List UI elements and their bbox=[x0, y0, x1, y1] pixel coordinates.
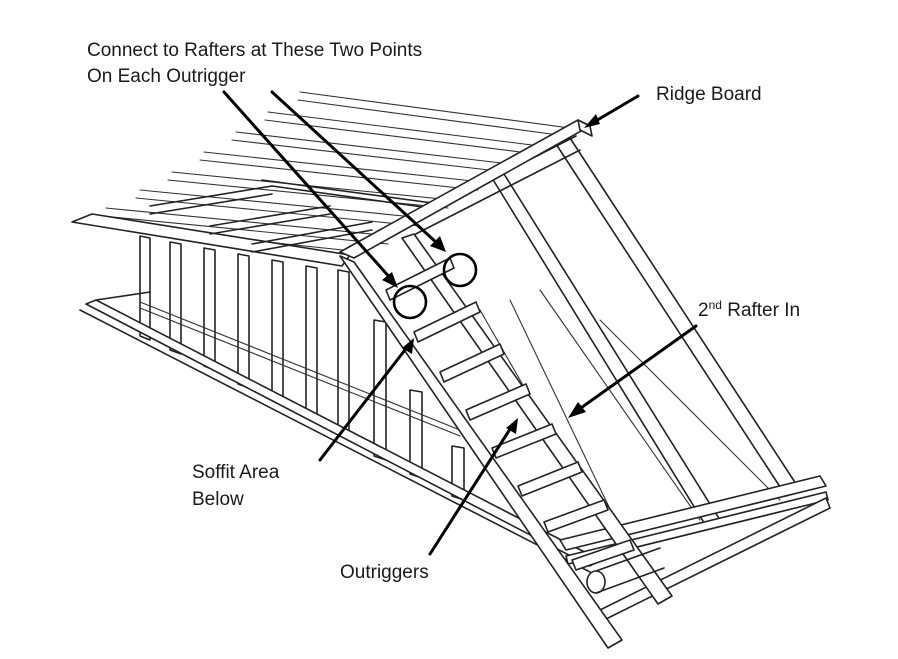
label-soffit-below: Below bbox=[192, 489, 244, 510]
label-second-rafter-rest: Rafter In bbox=[722, 300, 800, 321]
connection-point-circle bbox=[392, 284, 428, 320]
connection-point-circle bbox=[442, 252, 478, 288]
label-ridge-board: Ridge Board bbox=[656, 84, 762, 105]
label-connect-points-line2: On Each Outrigger bbox=[87, 66, 246, 87]
label-second-rafter: 2nd Rafter In bbox=[698, 298, 800, 321]
label-soffit-area: Soffit Area bbox=[192, 462, 280, 483]
leader-lines bbox=[222, 90, 698, 556]
background-rafters bbox=[75, 91, 571, 253]
label-connect-points: Connect to Rafters at These Two Points bbox=[87, 40, 422, 61]
outrigger-ladder bbox=[339, 233, 673, 649]
label-second-rafter-sup: nd bbox=[709, 298, 722, 312]
label-outriggers: Outriggers bbox=[340, 562, 429, 583]
label-second-rafter-num: 2 bbox=[698, 300, 709, 321]
